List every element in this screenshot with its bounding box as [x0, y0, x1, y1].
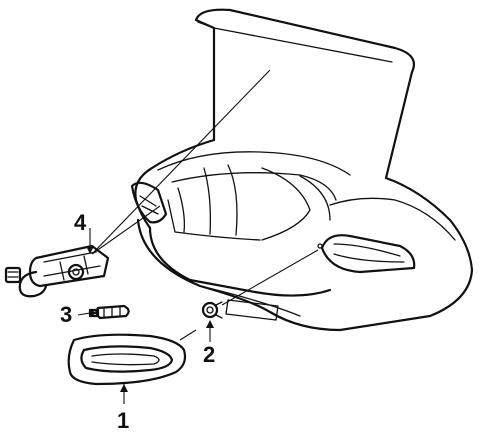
callout-3: 3 [60, 302, 72, 327]
arrowhead-4 [86, 246, 94, 254]
callout-2: 2 [203, 342, 215, 367]
arrowheads [86, 246, 214, 392]
part-4-lamp-housing [4, 244, 110, 298]
vehicle-rear-body [130, 8, 474, 332]
leader-lines [77, 69, 319, 404]
arrowhead-2 [206, 320, 214, 328]
part-2-socket [201, 301, 223, 319]
part-1-tail-lamp [67, 333, 187, 386]
arrowhead-3 [89, 309, 97, 317]
callout-4: 4 [74, 210, 87, 235]
part-3-bulb [88, 304, 130, 320]
arrowhead-1 [120, 384, 128, 392]
callout-1: 1 [117, 408, 129, 433]
